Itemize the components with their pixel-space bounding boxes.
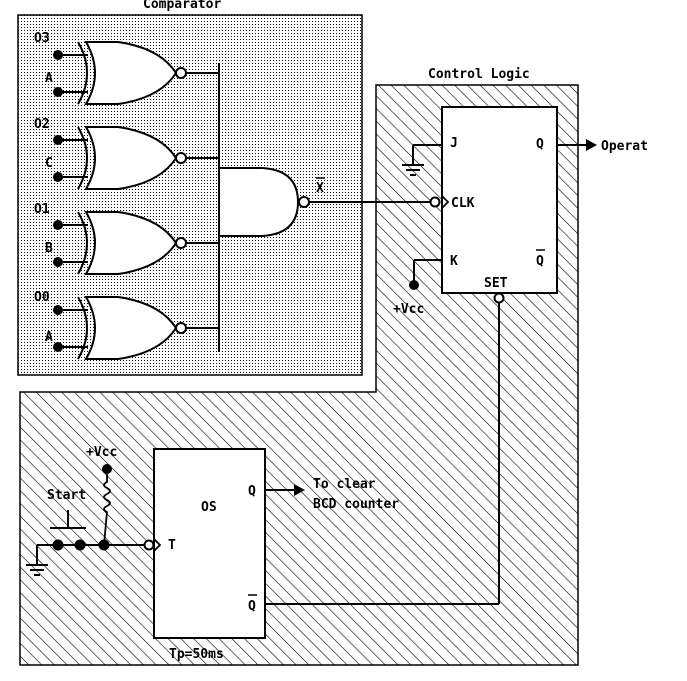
input-label-o2: O2 — [34, 117, 50, 132]
comparator-title: Comparator — [143, 0, 221, 12]
os-label: OS — [201, 500, 217, 515]
set-bubble — [493, 292, 505, 304]
os-q-note-line1: To clear — [313, 477, 376, 492]
input-label-a-bottom: A — [45, 330, 53, 345]
control-logic-title: Control Logic — [428, 67, 530, 82]
input-label-b: B — [45, 241, 53, 256]
os-q-label: Q — [248, 484, 256, 499]
nand-output-label-x: X — [316, 181, 324, 196]
start-label: Start — [47, 488, 86, 503]
os-q-arrow-icon — [294, 484, 305, 496]
ff-clk-label: CLK — [451, 196, 475, 211]
ff-q-arrow-icon — [586, 139, 597, 151]
os-t-edge-icon — [153, 538, 162, 552]
j-ground-wiring — [412, 144, 442, 165]
vcc-label-k: +Vcc — [393, 302, 424, 317]
input-label-o1: O1 — [34, 202, 50, 217]
pullup-resistor-icon — [103, 474, 111, 546]
vcc-label-os: +Vcc — [86, 445, 117, 460]
one-shot-block — [153, 448, 266, 639]
input-label-c: C — [45, 156, 53, 171]
ff-qbar-label: Q — [536, 254, 544, 269]
nand-gate — [218, 167, 310, 237]
ff-k-label: K — [450, 254, 458, 269]
ff-set-label: SET — [484, 276, 508, 291]
vcc-terminal-os — [102, 464, 112, 474]
clk-bubble — [429, 196, 441, 208]
os-t-bubble — [143, 539, 155, 551]
xnor-gate-3 — [77, 41, 187, 105]
input-label-o0: O0 — [34, 290, 50, 305]
ff-j-label: J — [450, 136, 458, 151]
xnor-gate-0 — [77, 296, 187, 360]
xnor-gate-1 — [77, 211, 187, 275]
os-q-note-line2: BCD counter — [313, 497, 399, 512]
ff-q-label: Q — [536, 137, 544, 152]
os-t-label: T — [168, 538, 176, 553]
input-label-o3: O3 — [34, 31, 50, 46]
input-label-a-top: A — [45, 71, 53, 86]
ground-icon-j — [402, 164, 424, 176]
clk-edge-icon — [441, 195, 450, 209]
ground-icon-start — [26, 545, 48, 576]
comparator-region — [17, 14, 363, 376]
os-tp-label: Tp=50ms — [169, 647, 224, 662]
vcc-terminal-k — [409, 280, 419, 290]
xnor-inputs — [53, 50, 88, 352]
jk-flip-flop — [441, 106, 558, 294]
xnor-gate-2 — [77, 126, 187, 190]
os-qbar-label: Q — [248, 599, 256, 614]
k-vcc-wiring — [413, 259, 442, 283]
operat-label: Operat — [601, 139, 648, 154]
